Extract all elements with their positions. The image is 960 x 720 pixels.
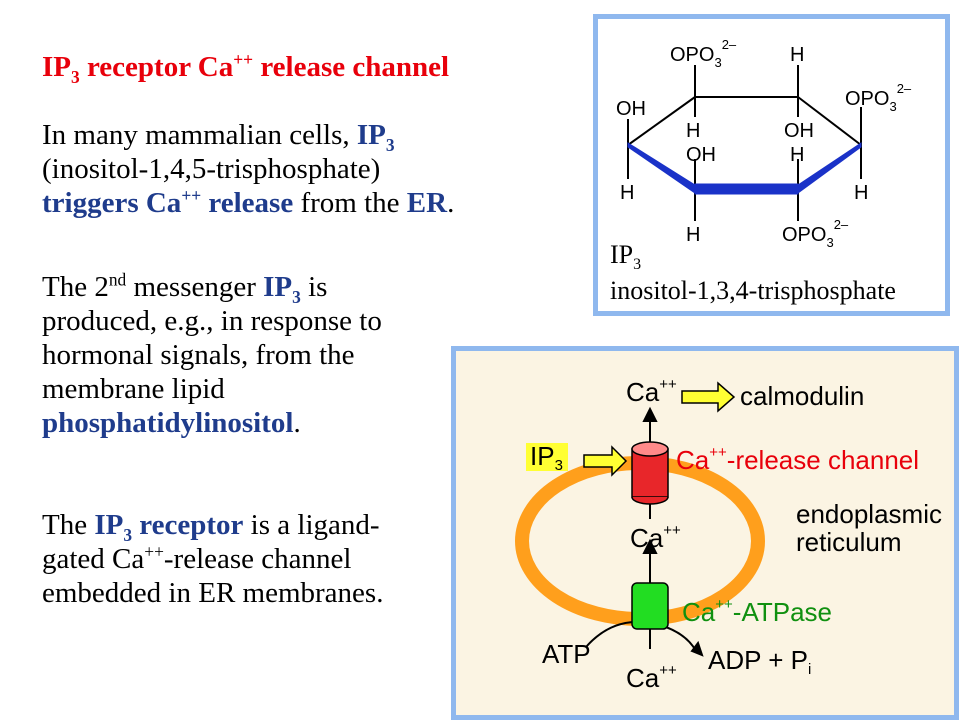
ip3-structure-panel: OPO32– H OPO32– OH H OH OH H H H H OPO32… xyxy=(593,14,950,316)
paragraph-ip3-receptor: The IP3 receptor is a ligand-gated Ca++-… xyxy=(42,509,384,609)
release-channel-label: Ca++-release channel xyxy=(676,444,919,475)
adp-arrowhead xyxy=(690,640,704,657)
atpase-arrowhead xyxy=(642,538,658,554)
opo3-right-label: OPO32– xyxy=(845,81,912,114)
ring-back-left xyxy=(627,96,696,146)
ca-release-arrowhead xyxy=(642,406,658,422)
atp-label: ATP xyxy=(542,639,591,669)
h-c1-label: H xyxy=(686,120,700,142)
adp-label: ADP + Pi xyxy=(708,645,811,678)
ring-front-left xyxy=(627,142,696,194)
ip3-box xyxy=(526,443,568,471)
ca-top-label: Ca++ xyxy=(626,376,677,407)
oh-c2-label: OH xyxy=(784,120,814,142)
ca-release-channel xyxy=(631,441,669,505)
er-label-2: reticulum xyxy=(796,527,901,557)
paragraph-second-messenger: The 2nd messenger IP3 is produced, e.g.,… xyxy=(42,269,382,439)
inositol-name-label: inositol-1,3,4-trisphosphate xyxy=(610,276,896,305)
ring-front-bottom xyxy=(694,183,799,195)
ip3-structure-label: IP3 xyxy=(610,240,641,273)
calmodulin-arrow xyxy=(681,381,736,413)
ca-atpase-pump xyxy=(631,582,669,630)
er-diagram-panel: Ca++ calmodulin IP3 Ca++-release channel… xyxy=(451,346,959,720)
h-bottom-label: H xyxy=(686,224,700,246)
er-label-1: endoplasmic xyxy=(796,499,942,529)
slide-title: IP3 receptor Ca++ release channel xyxy=(42,49,450,87)
oh-c6-label: OH xyxy=(686,144,716,166)
ip3-arrow xyxy=(583,445,628,477)
ca-lumen-label: Ca++ xyxy=(630,522,681,553)
ip3-structure-diagram: OPO32– H OPO32– OH H OH OH H H H H OPO32… xyxy=(610,37,912,305)
h-left-bottom-label: H xyxy=(620,182,634,204)
ring-back-right xyxy=(797,96,862,146)
paragraph-ip3-trigger: In many mammalian cells, IP3(inositol-1,… xyxy=(42,119,455,219)
er-calcium-diagram: Ca++ calmodulin IP3 Ca++-release channel… xyxy=(515,376,942,693)
ip3-cell-label: IP3 xyxy=(530,441,563,474)
atpase-label: Ca++-ATPase xyxy=(682,596,832,627)
calmodulin-label: calmodulin xyxy=(740,381,864,411)
ca-bottom-label: Ca++ xyxy=(626,662,677,693)
oh-left-label: OH xyxy=(616,98,646,120)
h-top-label: H xyxy=(790,44,804,66)
ring-front-right xyxy=(797,142,862,194)
opo3-top-label: OPO32– xyxy=(670,37,737,70)
opo3-bottom-label: OPO32– xyxy=(782,217,849,250)
h-c5-label: H xyxy=(790,144,804,166)
h-right-bottom-label: H xyxy=(854,182,868,204)
